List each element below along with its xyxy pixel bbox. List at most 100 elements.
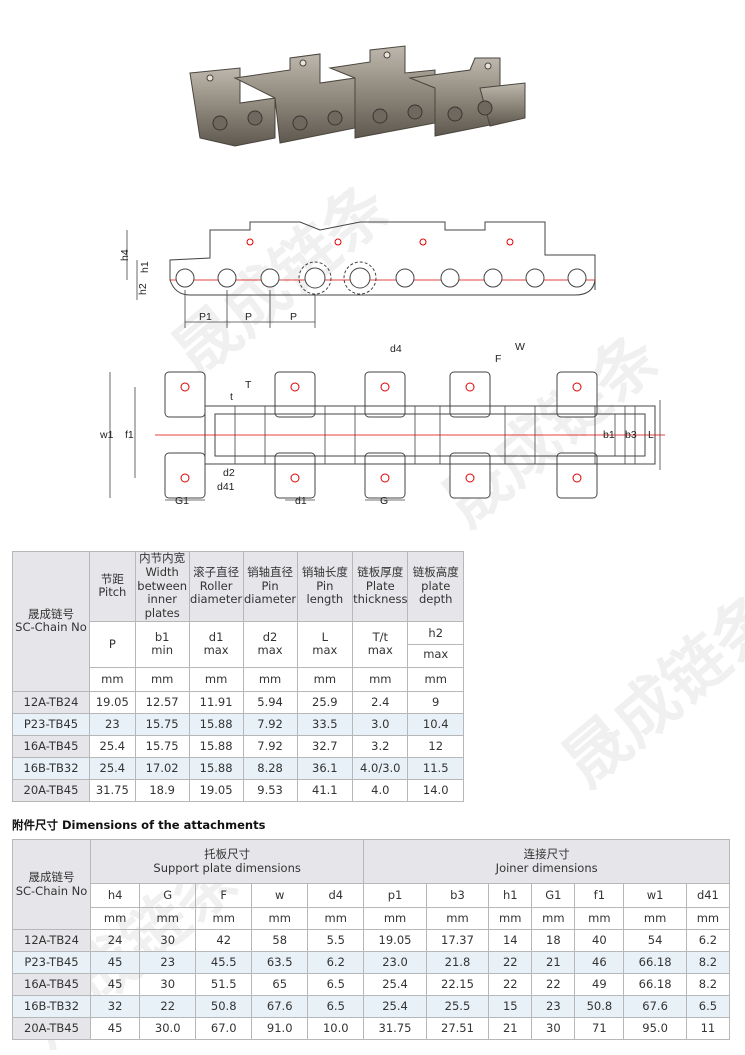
cell: 6.2 <box>685 929 731 952</box>
unit-cell: mm <box>242 666 298 692</box>
col-header: G <box>139 883 197 908</box>
chain-no: 16B-TB32 <box>12 995 91 1018</box>
cell: 15.88 <box>188 756 244 780</box>
cell: 30 <box>139 929 197 952</box>
col-header: d4 <box>307 883 365 908</box>
unit-cell: mm <box>296 666 354 692</box>
cell: 24 <box>89 929 141 952</box>
label-d1: d1 <box>295 495 307 507</box>
cell: 15.88 <box>188 712 244 736</box>
group-en: Joiner dimensions <box>495 860 598 875</box>
cell: 45 <box>89 973 141 996</box>
section-title: 附件尺寸 Dimensions of the attachments <box>12 818 266 832</box>
unit-cell: mm <box>251 907 309 930</box>
sym: h2 <box>408 624 463 645</box>
group-cn: 托板尺寸 <box>204 846 251 861</box>
label-d41: d41 <box>217 481 235 493</box>
unit-cell: mm <box>195 907 253 930</box>
col-cn: 销轴直径 <box>247 564 294 579</box>
cell: 17.37 <box>425 929 490 952</box>
cell: 23.0 <box>363 951 427 974</box>
cell: 5.5 <box>307 929 365 952</box>
label-F: F <box>495 353 501 365</box>
col-en: Roller diameter <box>190 578 243 607</box>
unit-cell: mm <box>574 907 625 930</box>
table-row: 16A-TB45 25.4 15.75 15.88 7.92 32.7 3.2 … <box>12 734 464 758</box>
cell: 6.2 <box>307 951 365 974</box>
sym: d2 <box>262 629 278 644</box>
col-cn: 链板高度 <box>412 564 459 579</box>
cell: 27.51 <box>425 1017 490 1040</box>
cell: 19.05 <box>363 929 427 952</box>
cell: 25.4 <box>88 734 136 758</box>
cell: 25.4 <box>363 973 427 996</box>
unit-cell: mm <box>139 907 197 930</box>
chain-no: 16A-TB45 <box>12 734 90 758</box>
col-header: G1 <box>531 883 576 908</box>
cell: 23 <box>531 995 576 1018</box>
cell: 50.8 <box>574 995 625 1018</box>
cell: 66.18 <box>623 973 687 996</box>
unit-cell: mm <box>531 907 576 930</box>
cell: 6.5 <box>685 995 731 1018</box>
cell: 30 <box>139 973 197 996</box>
sym: P <box>108 636 116 651</box>
label-d2: d2 <box>223 467 235 479</box>
chain-product-photo <box>189 45 526 147</box>
label-h1: h1 <box>139 261 151 273</box>
attachment-dimensions-table: 晟成链号 SC-Chain No 托板尺寸 Support plate dime… <box>12 839 731 1040</box>
cell: 17.02 <box>134 756 190 780</box>
cell: 25.5 <box>425 995 490 1018</box>
cell: 21 <box>531 951 576 974</box>
table-row: 20A-TB45 31.75 18.9 19.05 9.53 41.1 4.0 … <box>12 778 464 802</box>
cell: 63.5 <box>251 951 309 974</box>
chain-no: 20A-TB45 <box>12 778 90 802</box>
cell: 91.0 <box>251 1017 309 1040</box>
cell: 32 <box>89 995 141 1018</box>
cell: 45 <box>89 1017 141 1040</box>
col-header: b3 <box>425 883 490 908</box>
label-h4: h4 <box>119 249 131 261</box>
col-en: Pin length <box>306 578 344 607</box>
cell: 95.0 <box>623 1017 687 1040</box>
cell: 11.5 <box>407 756 464 780</box>
top-view-drawing: w1 f1 b1 b3 L d4 W F T t d2 d41 G1 d1 G <box>99 341 665 507</box>
col-header: w <box>251 883 309 908</box>
chain-no: 16B-TB32 <box>12 756 90 780</box>
col-cn: 滚子直径 <box>193 564 240 579</box>
cell: 8.28 <box>242 756 298 780</box>
chain-no: P23-TB45 <box>12 712 90 736</box>
label-d4: d4 <box>390 343 402 355</box>
label-T: T <box>245 379 252 391</box>
cell: 6.5 <box>307 973 365 996</box>
col-en: Pin diameter <box>243 578 297 607</box>
cell: 5.94 <box>242 690 298 714</box>
chain-no-en: SC-Chain No <box>15 620 87 635</box>
chain-no: 12A-TB24 <box>12 690 90 714</box>
side-view-drawing: h4 h1 h2 P1 P P <box>119 221 596 328</box>
cell: 21.8 <box>425 951 490 974</box>
sub: max <box>423 646 449 661</box>
sym: L <box>321 629 329 644</box>
col-en: Plate thickness <box>353 578 408 607</box>
cell: 22 <box>139 995 197 1018</box>
chain-no-header: 晟成链号 SC-Chain No <box>12 551 90 692</box>
sub: min <box>151 643 173 658</box>
chain-no: 12A-TB24 <box>12 929 91 952</box>
cell: 22 <box>531 973 576 996</box>
sub: max <box>257 643 283 658</box>
unit-cell: mm <box>685 907 731 930</box>
cell: 7.92 <box>242 734 298 758</box>
watermark: 晟成链条 <box>550 579 745 802</box>
group-en: Support plate dimensions <box>153 860 301 875</box>
cell: 67.6 <box>251 995 309 1018</box>
label-b1: b1 <box>603 429 615 441</box>
unit-cell: mm <box>134 666 190 692</box>
unit-cell: mm <box>407 666 464 692</box>
label-G1: G1 <box>175 495 189 507</box>
cell: 30 <box>531 1017 576 1040</box>
